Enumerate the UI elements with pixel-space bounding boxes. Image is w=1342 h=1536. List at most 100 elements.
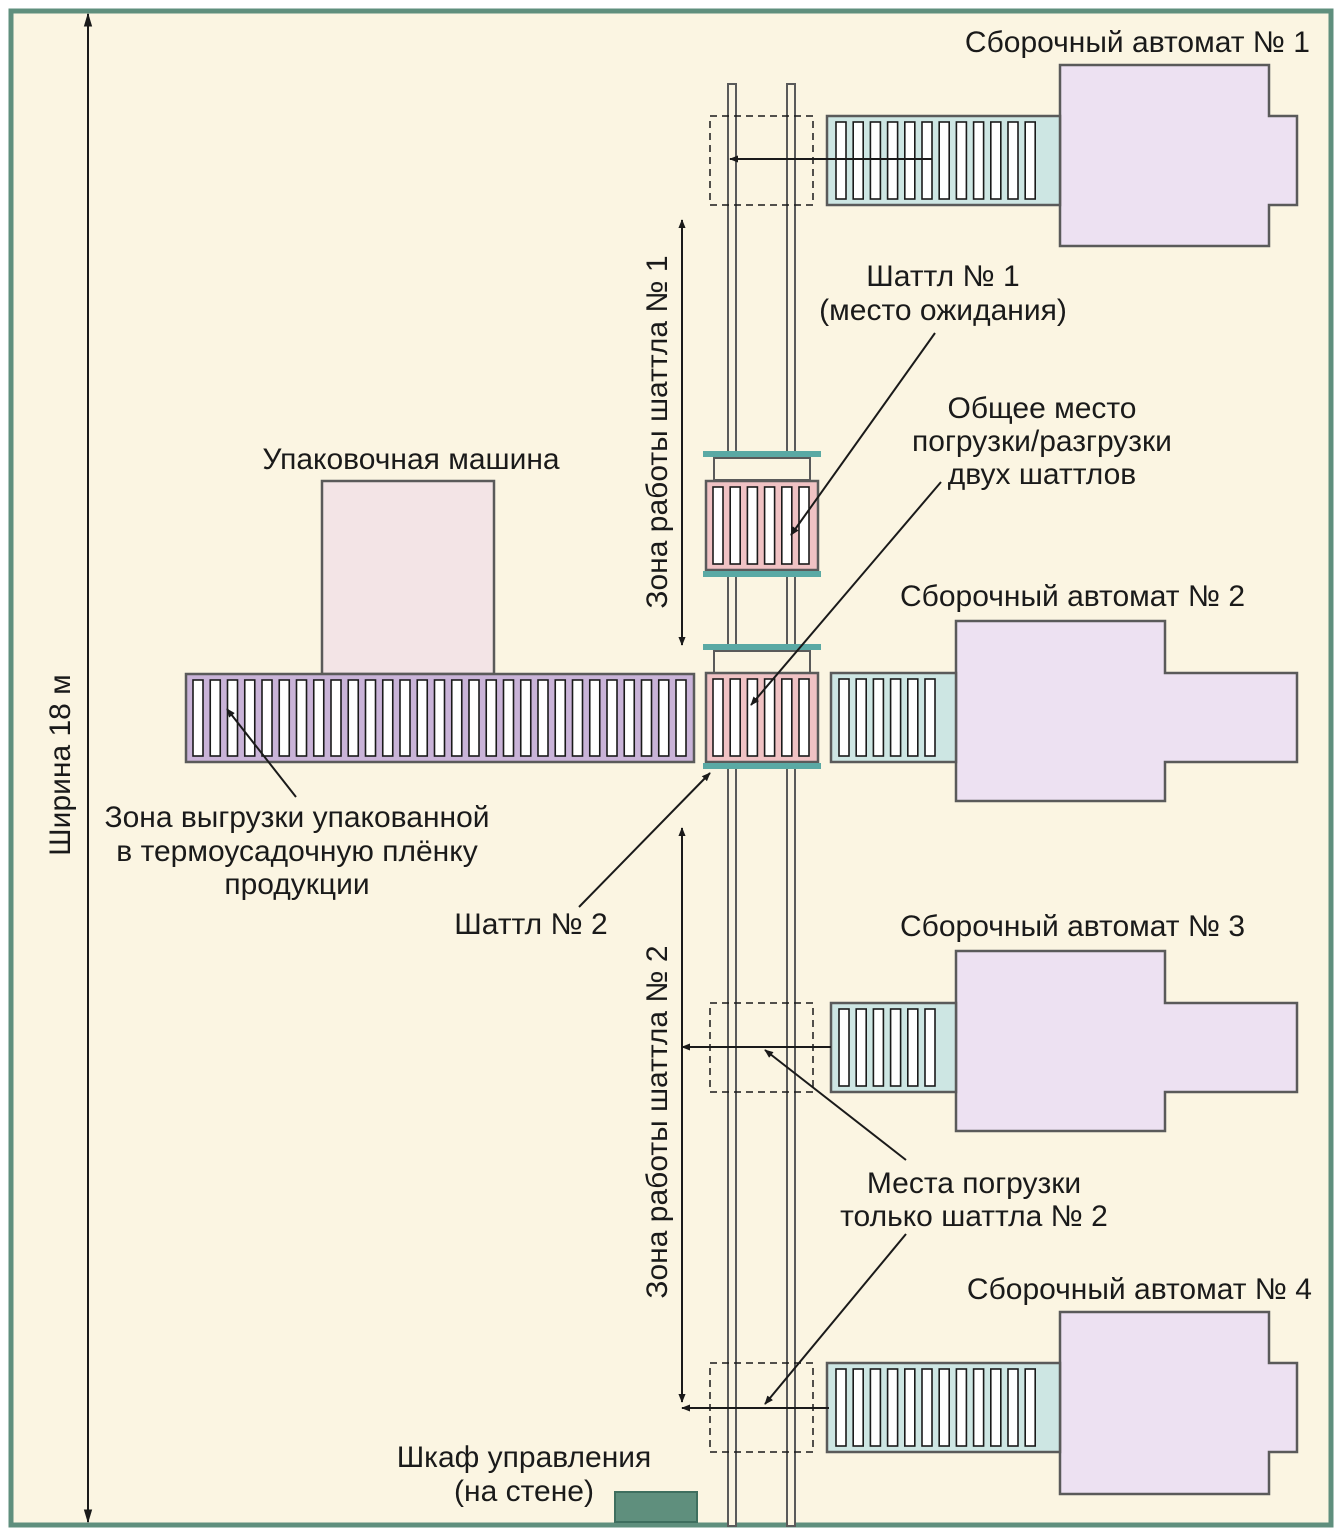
packing-machine-label: Упаковочная машина: [262, 443, 560, 476]
conveyor-slot: [989, 1368, 1002, 1447]
conveyor-slot: [989, 121, 1002, 200]
shuttle-2-zone-label: Зона работы шаттла № 2: [641, 945, 674, 1298]
common-place-pointer: [750, 481, 942, 706]
conveyor-slot: [554, 679, 567, 757]
conveyor-slot: [468, 679, 480, 757]
conveyor-slot: [640, 679, 653, 757]
machine-1-label: Сборочный автомат № 1: [965, 26, 1310, 59]
shuttle-1-zone-label: Зона работы шаттла № 1: [641, 255, 674, 608]
conveyor-slot: [872, 678, 885, 757]
control-cabinet: [614, 1491, 698, 1523]
conveyor-slot: [1007, 121, 1019, 200]
conveyor-slot: [903, 1368, 916, 1447]
conveyor-slot: [588, 679, 601, 757]
shuttle-rails: [727, 83, 796, 1527]
conveyor-slot: [872, 1008, 885, 1087]
conveyor-slot: [903, 121, 916, 200]
conveyor-slot: [972, 121, 985, 200]
shuttle-1-pointer: [790, 332, 936, 536]
conveyor-slot: [798, 678, 810, 757]
common-place-label-line2: погрузки/разгрузки: [912, 425, 1172, 458]
conveyor-slot: [712, 486, 724, 565]
conveyor-slot: [763, 678, 776, 757]
conveyor-slot: [519, 679, 532, 757]
shuttle-2-pointer: [578, 772, 711, 908]
assembly-machine-3: [829, 949, 1299, 1133]
conveyor-slot: [606, 679, 618, 757]
conveyor-slot: [381, 679, 394, 757]
conveyor-slot: [485, 679, 498, 757]
load-only-shuttle-2-label-line2: только шаттла № 2: [840, 1200, 1108, 1233]
shuttle-2: [703, 644, 821, 769]
conveyor-slot: [261, 679, 273, 757]
control-cabinet-label-line1: Шкаф управления: [397, 1441, 652, 1474]
conveyor-slot: [657, 679, 670, 757]
conveyor-slot: [763, 486, 776, 565]
conveyor-slot: [729, 678, 742, 757]
conveyor-slot: [780, 486, 793, 565]
machine-4-label: Сборочный автомат № 4: [967, 1273, 1312, 1306]
conveyor-slot: [955, 1368, 968, 1447]
machine-1-slots: [835, 121, 1036, 200]
conveyor-slot: [938, 121, 951, 200]
conveyor-slot: [886, 121, 899, 200]
machine-2-label: Сборочный автомат № 2: [900, 580, 1245, 613]
conveyor-slot: [869, 121, 882, 200]
shuttle-1-label-line1: Шаттл № 1: [866, 260, 1019, 293]
conveyor-slot: [623, 679, 636, 757]
unload-zone-pointer: [226, 708, 297, 798]
loading-position-1: [709, 115, 814, 206]
conveyor-slot: [295, 679, 308, 757]
conveyor-slot: [855, 1008, 868, 1087]
conveyor-slot: [886, 1368, 899, 1447]
shuttle-1: [703, 451, 821, 577]
shuttle-2-label: Шаттл № 2: [454, 908, 607, 941]
conveyor-slot: [921, 1368, 933, 1447]
conveyor-slot: [364, 679, 377, 757]
conveyor-slot: [399, 679, 411, 757]
conveyor-slot: [889, 678, 902, 757]
load-only-shuttle-2-pointer-lower: [764, 1233, 907, 1405]
machine-3-slots: [838, 1008, 936, 1087]
conveyor-slot: [838, 1008, 850, 1087]
assembly-machine-1: [825, 63, 1299, 248]
conveyor-slot: [924, 678, 936, 757]
conveyor-slot: [955, 121, 968, 200]
conveyor-slot: [889, 1008, 902, 1087]
conveyor-slot: [729, 486, 742, 565]
conveyor-slot: [226, 679, 239, 757]
conveyor-slot: [416, 679, 429, 757]
conveyor-slot: [838, 678, 850, 757]
conveyor-slot: [330, 679, 342, 757]
conveyor-slot: [746, 678, 759, 757]
conveyor-slot: [869, 1368, 882, 1447]
unload-zone-label-line1: Зона выгрузки упакованной: [104, 801, 489, 834]
conveyor-slot: [1024, 1368, 1036, 1447]
control-cabinet-label-line2: (на стене): [454, 1475, 594, 1508]
conveyor-slot: [675, 679, 687, 757]
conveyor-slot: [835, 121, 847, 200]
conveyor-slot: [852, 1368, 865, 1447]
conveyor-slot: [798, 486, 810, 565]
unload-zone-label-line3: продукции: [224, 868, 369, 901]
conveyor-slot: [502, 679, 515, 757]
conveyor-slot: [924, 1008, 936, 1087]
conveyor-slot: [347, 679, 360, 757]
load-only-shuttle-2-pointer-upper: [764, 1049, 907, 1161]
unload-zone-label-line2: в термоусадочную плёнку: [116, 835, 477, 868]
packing-machine: [320, 479, 496, 676]
assembly-machine-4: [825, 1310, 1299, 1496]
common-place-label-line1: Общее место: [948, 392, 1137, 425]
machine-4-slots: [835, 1368, 1036, 1447]
machine-2-slots: [838, 678, 936, 757]
conveyor-slot: [780, 678, 793, 757]
common-place-label-line3: двух шаттлов: [948, 458, 1137, 491]
conveyor-slot: [921, 121, 933, 200]
shuttle-1-label-line2: (место ожидания): [819, 294, 1067, 327]
conveyor-slot: [906, 1008, 919, 1087]
conveyor-slot: [855, 678, 868, 757]
conveyor-slot: [450, 679, 463, 757]
conveyor-slot: [209, 679, 222, 757]
conveyor-slot: [852, 121, 865, 200]
conveyor-slot: [571, 679, 584, 757]
